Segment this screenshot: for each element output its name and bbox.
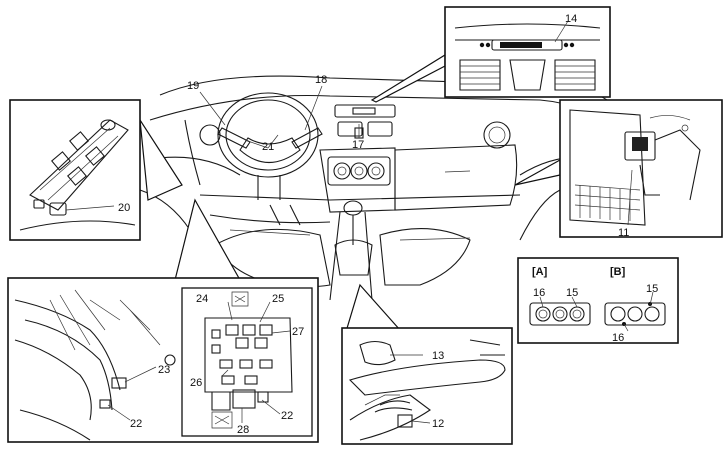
callout-12: 12 (432, 418, 444, 430)
callout-27: 27 (292, 326, 304, 338)
callout-24: 24 (196, 293, 208, 305)
leader-lines (65, 20, 654, 424)
callout-15-variant-b: 15 (646, 283, 658, 295)
callout-20: 20 (118, 202, 130, 214)
callout-23: 23 (158, 364, 170, 376)
callout-18: 18 (315, 74, 327, 86)
inset-window-switch (9, 99, 183, 241)
callout-13: 13 (432, 350, 444, 362)
callout-22-fuse-panel: 22 (281, 410, 293, 422)
callout-labels: 11 12 13 14 15 15 16 16 17 18 19 20 21 2… (118, 13, 658, 436)
inset-parking-brake (341, 283, 513, 445)
callout-16-variant-b: 16 (612, 332, 624, 344)
callout-11: 11 (618, 227, 629, 239)
dashboard-drawing (139, 75, 621, 301)
inset-fuse-box (7, 198, 319, 443)
callout-16-variant-a: 16 (533, 287, 545, 299)
callout-26: 26 (190, 377, 202, 389)
callout-28: 28 (237, 424, 249, 436)
variant-label-a: [A] (532, 266, 548, 278)
callout-19: 19 (187, 80, 199, 92)
callout-22-harness: 22 (130, 418, 142, 430)
callout-21: 21 (262, 141, 274, 153)
inset-center-vent (370, 6, 611, 103)
callout-17: 17 (352, 139, 364, 151)
inset-glovebox-area (514, 99, 723, 238)
callout-25: 25 (272, 293, 284, 305)
callout-14: 14 (565, 13, 577, 25)
variant-label-b: [B] (610, 266, 626, 278)
callout-15-variant-a: 15 (566, 287, 578, 299)
